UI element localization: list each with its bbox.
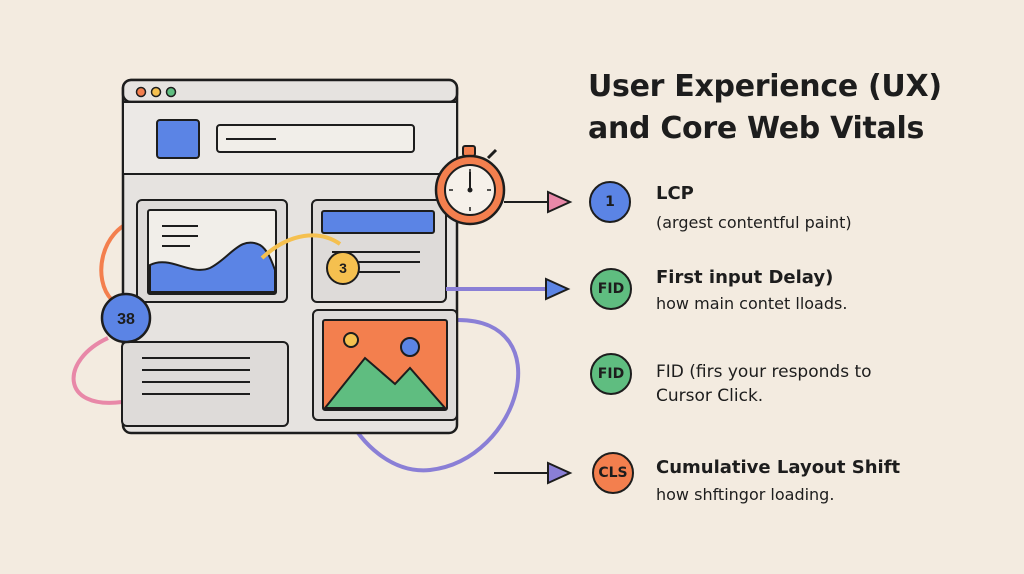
item-fid-desc: how main contet lloads. <box>656 294 848 313</box>
arrow-fid <box>446 277 571 301</box>
arrow-lcp <box>504 190 573 214</box>
arrow-cls <box>494 461 573 485</box>
badge-cls: CLS <box>592 452 634 494</box>
image-card <box>312 309 458 421</box>
yellow-connector <box>260 233 342 260</box>
stopwatch-icon <box>434 145 506 226</box>
node-38: 38 <box>100 292 152 344</box>
window-dot-yellow <box>150 86 162 98</box>
logo-block <box>156 119 200 159</box>
title-line-1: User Experience (UX) <box>588 69 942 104</box>
node-3-label: 3 <box>339 260 347 276</box>
badge-lcp-label: 1 <box>605 194 615 210</box>
node-3: 3 <box>326 251 360 285</box>
item-cls-desc: how shftingor loading. <box>656 485 835 504</box>
badge-fid-2: FID <box>590 353 632 395</box>
item-fid-2-desc-line2: Cursor Click. <box>656 386 764 406</box>
text-block-card <box>121 341 289 427</box>
badge-lcp: 1 <box>589 181 631 223</box>
item-lcp-title: LCP <box>656 183 694 204</box>
item-cls-title: Cumulative Layout Shift <box>656 457 901 478</box>
node-38-label: 38 <box>117 311 135 328</box>
chart-card <box>136 199 288 303</box>
text-card <box>311 199 447 303</box>
item-fid-title: First input Delay) <box>656 267 834 288</box>
item-lcp-desc: (argest contentful paint) <box>656 213 852 232</box>
purple-loop-connector <box>348 318 521 473</box>
title-line-2: and Core Web Vitals <box>588 111 925 146</box>
item-fid-2-desc-line1: FID (firs your responds to <box>656 362 872 382</box>
pink-connector <box>71 336 123 405</box>
window-dot-red <box>135 86 147 98</box>
window-dot-green <box>165 86 177 98</box>
url-bar <box>216 124 415 153</box>
badge-cls-label: CLS <box>598 465 628 481</box>
badge-fid-1-label: FID <box>597 281 625 297</box>
badge-fid-1: FID <box>590 268 632 310</box>
badge-fid-2-label: FID <box>597 366 625 382</box>
page-title: User Experience (UX) and Core Web Vitals <box>588 66 942 150</box>
